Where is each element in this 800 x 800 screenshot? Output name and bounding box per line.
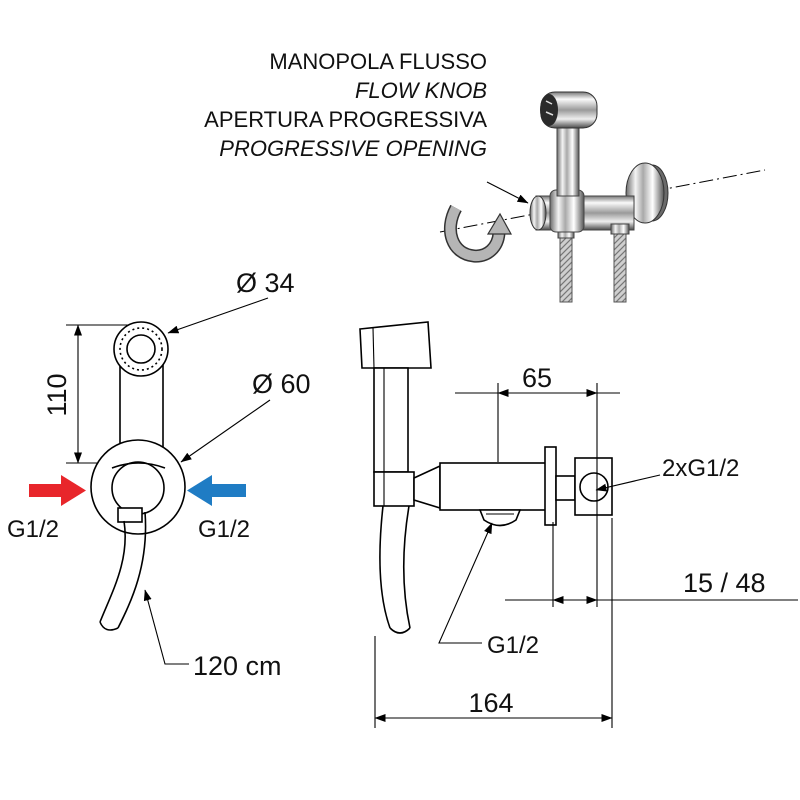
height-label: 110 bbox=[42, 373, 72, 416]
bottom-outlet-leader bbox=[438, 522, 493, 644]
hose-right bbox=[613, 225, 627, 303]
depth-label: 65 bbox=[522, 363, 552, 393]
front-head-inner bbox=[126, 334, 156, 364]
rotation-axis bbox=[439, 169, 766, 233]
knob-leader-line bbox=[486, 181, 529, 204]
hot-water-arrow-icon bbox=[29, 475, 86, 506]
side-flange bbox=[544, 446, 557, 526]
side-hose-end bbox=[389, 627, 411, 634]
wall-plate bbox=[625, 162, 665, 224]
front-holder bbox=[111, 461, 165, 515]
side-outlet-circle bbox=[579, 472, 609, 502]
front-view: 110 Ø 34 Ø 60 G1/2 G1/2 bbox=[7, 268, 311, 681]
side-neck bbox=[555, 475, 576, 501]
head-diameter-label: Ø 34 bbox=[236, 268, 295, 298]
plate-diameter-label: Ø 60 bbox=[252, 369, 311, 399]
side-view: 65 2xG1/2 15 / 48 G1/2 164 bbox=[359, 321, 798, 728]
rotation-arrow-icon bbox=[443, 204, 513, 263]
front-hose-inner bbox=[117, 511, 147, 629]
side-body bbox=[439, 462, 547, 511]
cold-water-arrow-icon bbox=[187, 475, 246, 506]
knob-labels: MANOPOLA FLUSSO FLOW KNOB APERTURA PROGR… bbox=[204, 49, 529, 204]
label-opening-italian: APERTURA PROGRESSIVA bbox=[204, 107, 487, 132]
bottom-outlet-label: G1/2 bbox=[487, 632, 539, 659]
adjustment-label: 15 / 48 bbox=[683, 568, 766, 598]
flow-knob bbox=[529, 195, 547, 231]
nozzle-highlight-2 bbox=[545, 111, 554, 116]
hose-left bbox=[559, 231, 573, 303]
side-head-edge bbox=[372, 327, 375, 369]
label-opening-english: PROGRESSIVE OPENING bbox=[219, 136, 487, 161]
inlet-right-label: G1/2 bbox=[198, 516, 250, 543]
label-knob-italian: MANOPOLA FLUSSO bbox=[269, 49, 487, 74]
side-hose-inner bbox=[402, 505, 411, 629]
side-handle bbox=[373, 367, 409, 473]
front-holder-neck bbox=[111, 462, 166, 469]
handshower-handle bbox=[556, 117, 580, 197]
head-diameter-leader bbox=[167, 297, 269, 334]
front-hose-outer bbox=[99, 520, 126, 623]
front-hose-connector bbox=[117, 507, 143, 523]
label-knob-english: FLOW KNOB bbox=[355, 78, 487, 103]
handshower-nozzle bbox=[540, 94, 558, 126]
hose-length-label: 120 cm bbox=[193, 651, 282, 681]
side-handle-base bbox=[373, 471, 415, 507]
nozzle-highlight bbox=[545, 100, 553, 105]
plate-diameter-leader bbox=[180, 399, 271, 463]
front-spray-holes bbox=[119, 327, 163, 371]
outlets-label: 2xG1/2 bbox=[662, 455, 739, 482]
total-length-label: 164 bbox=[468, 688, 513, 718]
outlets-leader bbox=[595, 474, 661, 492]
side-hose-outer bbox=[379, 505, 391, 629]
side-head bbox=[359, 321, 432, 369]
product-illustration bbox=[439, 91, 766, 303]
outlet-connector bbox=[610, 223, 630, 235]
front-hose-end bbox=[99, 621, 119, 631]
hose-length-leader bbox=[143, 589, 189, 665]
inlet-left-label: G1/2 bbox=[7, 516, 59, 543]
